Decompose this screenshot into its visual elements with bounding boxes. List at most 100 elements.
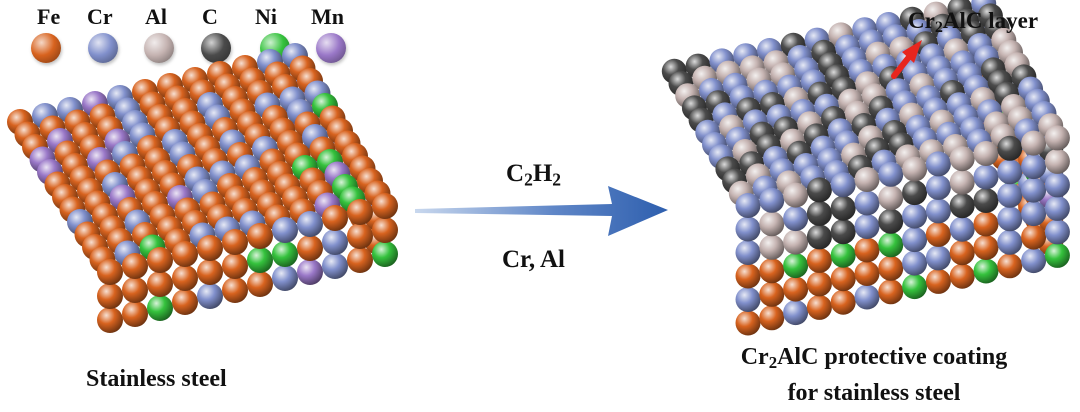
- atom-fe: [854, 237, 880, 263]
- atom-fe: [97, 307, 123, 333]
- atom-c: [997, 135, 1023, 161]
- atom-cr: [925, 198, 951, 224]
- atom-cr: [1044, 195, 1070, 221]
- atom-fe: [783, 276, 809, 302]
- atom-fe: [372, 217, 398, 243]
- atom-cr: [997, 159, 1023, 185]
- atom-ni: [372, 241, 398, 267]
- reaction-arrow: [415, 186, 668, 236]
- atom-fe: [122, 253, 148, 279]
- atom-fe: [806, 247, 832, 273]
- atom-c: [949, 193, 975, 219]
- atom-cr: [902, 203, 928, 229]
- atom-ni: [830, 242, 856, 268]
- atom-fe: [878, 279, 904, 305]
- atom-fe: [735, 263, 761, 289]
- atom-fe: [322, 205, 348, 231]
- atom-cr: [735, 287, 761, 312]
- atom-fe: [147, 247, 173, 273]
- atom-fe: [347, 247, 373, 273]
- legend-label-ni: Ni: [255, 4, 277, 29]
- atom-cr: [902, 227, 928, 253]
- atom-fe: [222, 253, 248, 279]
- atom-fe: [197, 259, 223, 285]
- atom-fe: [1021, 224, 1047, 250]
- atom-al: [878, 185, 904, 211]
- atom-al: [783, 229, 809, 255]
- atom-cr: [735, 240, 761, 265]
- reaction-gas-label: C2H2: [506, 160, 562, 190]
- atom-ni: [272, 241, 298, 267]
- legend-label-c: C: [202, 4, 218, 29]
- atom-ni: [147, 295, 173, 321]
- atom-fe: [878, 255, 904, 281]
- atom-fe: [97, 283, 123, 309]
- atom-cr: [902, 250, 928, 276]
- atom-cr: [878, 161, 904, 187]
- legend-atom-al: [144, 33, 174, 63]
- coating-caption-line2: for stainless steel: [787, 380, 961, 407]
- atom-ni: [973, 258, 999, 284]
- atom-cr: [197, 283, 223, 309]
- atom-al: [902, 156, 928, 182]
- atom-ni: [878, 232, 904, 258]
- atom-fe: [925, 221, 951, 247]
- atom-al: [973, 141, 999, 166]
- atom-fe: [759, 258, 785, 284]
- atom-c: [973, 188, 999, 213]
- atom-al: [759, 234, 785, 260]
- atom-al: [854, 167, 880, 192]
- atom-fe: [949, 240, 975, 266]
- atom-cr: [735, 193, 761, 218]
- atom-fe: [759, 305, 785, 331]
- atom-cr: [735, 216, 761, 242]
- atom-cr: [925, 174, 951, 200]
- atom-c: [806, 177, 832, 203]
- atom-fe: [806, 294, 832, 320]
- legend-label-cr: Cr: [87, 4, 113, 29]
- atom-cr: [1044, 172, 1070, 198]
- atom-cr: [830, 172, 856, 198]
- legend-atom-fe: [31, 33, 61, 63]
- atom-cr: [925, 151, 951, 177]
- atom-c: [878, 208, 904, 234]
- atom-cr: [1021, 248, 1047, 274]
- legend-label-al: Al: [145, 4, 167, 29]
- atom-cr: [1021, 201, 1047, 227]
- atom-fe: [97, 259, 123, 285]
- cr2alc-layer-label: Cr2AlC layer: [908, 8, 1039, 37]
- atom-cr: [997, 229, 1023, 255]
- atom-c: [830, 195, 856, 221]
- atom-cr: [997, 182, 1023, 208]
- layer-pointer-arrow: [891, 40, 922, 79]
- atom-cr: [1021, 154, 1047, 180]
- atom-fe: [222, 277, 248, 303]
- atom-ni: [902, 274, 928, 300]
- legend-label-fe: Fe: [37, 4, 61, 29]
- atom-fe: [854, 261, 880, 286]
- atom-fe: [172, 265, 198, 291]
- atom-al: [783, 182, 809, 208]
- atom-cr: [854, 284, 880, 310]
- atom-ni: [247, 247, 273, 273]
- atom-al: [759, 211, 785, 237]
- coating-caption: Cr2AlC protective coating for stainless …: [704, 342, 1044, 408]
- atom-cr: [854, 190, 880, 216]
- atom-fe: [347, 223, 373, 249]
- atom-cr: [783, 300, 809, 326]
- legend-atom-mn: [316, 33, 346, 63]
- atom-cr: [1044, 219, 1070, 245]
- atom-fe: [222, 229, 248, 255]
- atom-cr: [854, 214, 880, 239]
- coating-caption-line1: Cr2AlC protective coating: [740, 344, 1008, 373]
- atom-fe: [172, 289, 198, 315]
- atom-cr: [759, 187, 785, 213]
- atom-fe: [949, 263, 975, 289]
- atom-fe: [997, 253, 1023, 279]
- atom-fe: [830, 289, 856, 315]
- atom-fe: [372, 193, 398, 219]
- atom-cr: [322, 229, 348, 255]
- atom-cr: [949, 216, 975, 242]
- atom-c: [806, 200, 832, 226]
